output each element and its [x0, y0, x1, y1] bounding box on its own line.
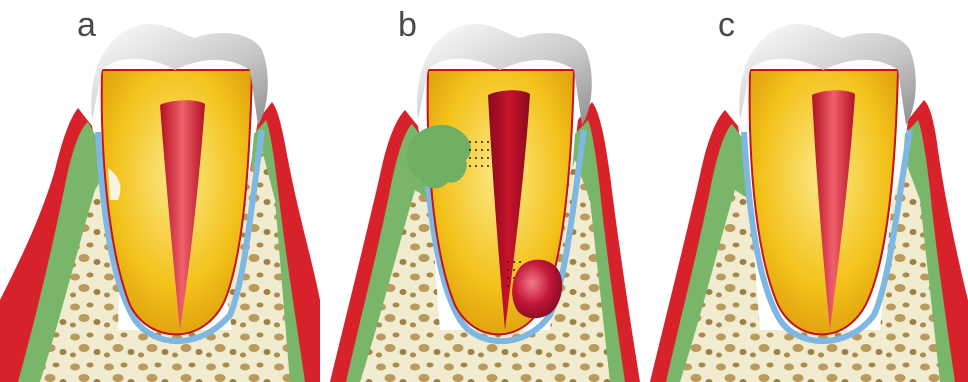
panel-b-diagram	[330, 24, 640, 382]
panel-label-c: c	[718, 8, 735, 42]
panel-label-a: a	[77, 8, 96, 42]
panel-a-diagram	[0, 24, 320, 382]
panel-label-b: b	[398, 8, 417, 42]
panel-c-diagram	[650, 24, 968, 382]
